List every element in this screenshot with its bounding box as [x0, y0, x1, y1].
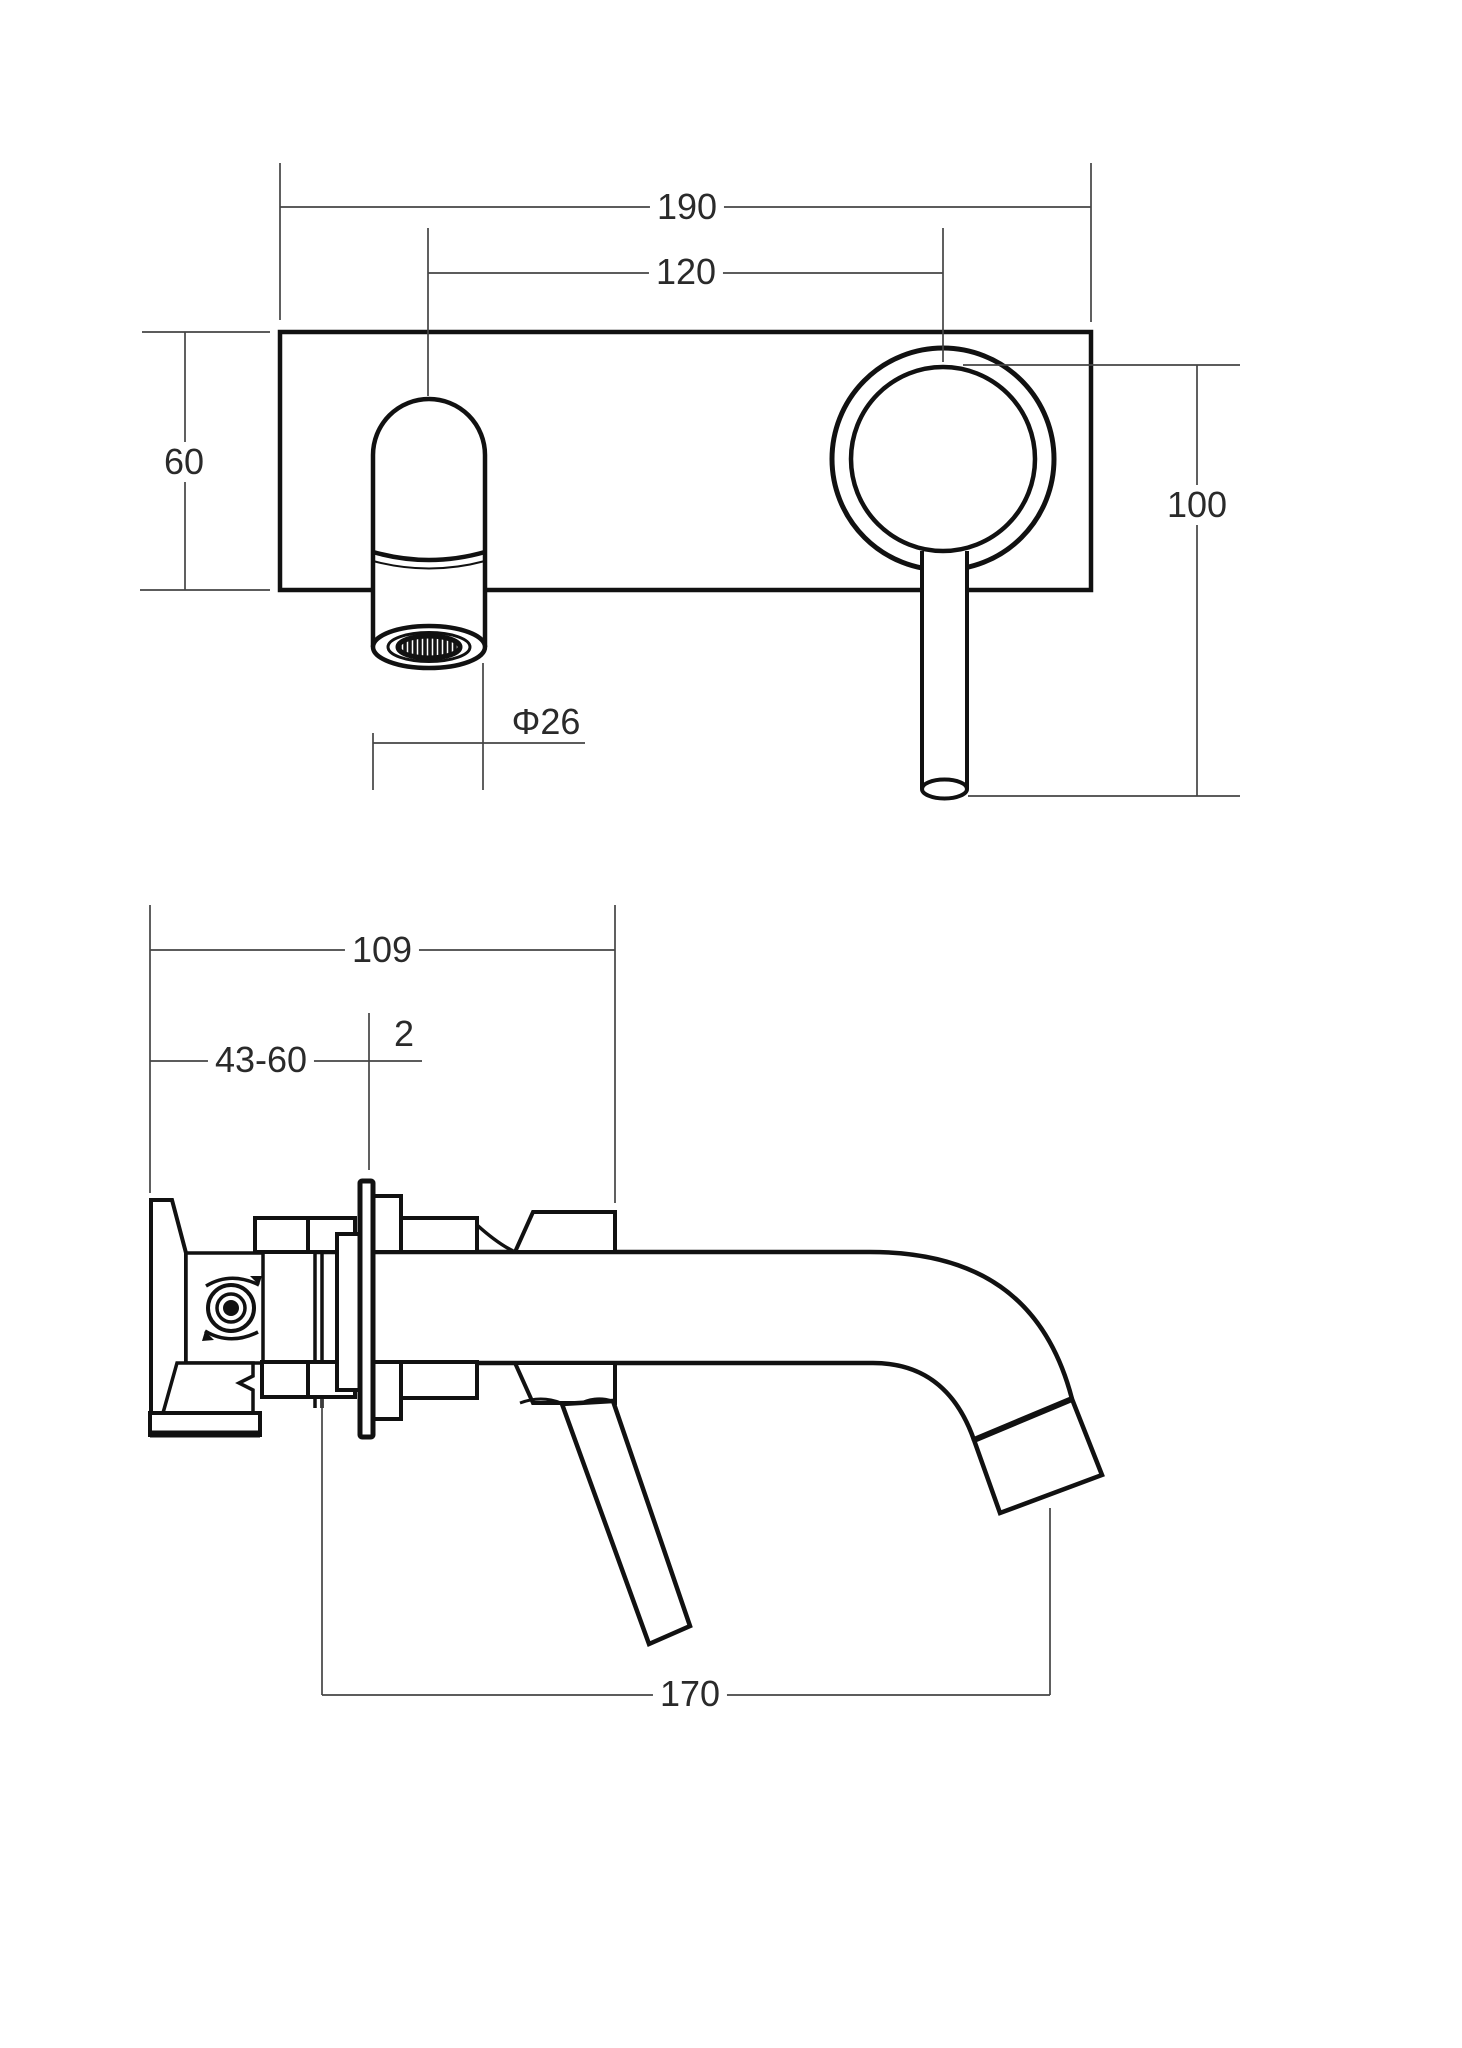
collar-block-upper-2 — [399, 1216, 479, 1254]
handle-lever-fill — [924, 554, 965, 790]
spout-collar-seam-1 — [372, 549, 486, 563]
valve-collar-lower-1 — [260, 1360, 310, 1399]
port-circle-core — [223, 1300, 239, 1316]
front-view — [140, 163, 1240, 801]
label-spout-reach: 170 — [652, 1674, 728, 1714]
in-wall-valve-assembly — [148, 1178, 376, 1440]
label-handle-length: 100 — [1159, 485, 1235, 525]
collar-block-lower-2 — [399, 1360, 479, 1400]
label-plate-height: 60 — [156, 442, 212, 482]
body-collar-blocks — [371, 1194, 617, 1421]
label-wall-range: 43-60 — [207, 1040, 315, 1080]
valve-lower-step — [160, 1361, 255, 1415]
lever-arm — [558, 1398, 693, 1648]
handle-lever-tip — [920, 777, 969, 801]
side-view — [148, 905, 1105, 1696]
side-view-dimensions — [149, 905, 1051, 1696]
valve-port-symbol — [202, 1276, 262, 1341]
escutcheon-plate-side — [357, 1178, 376, 1440]
label-spout-diameter: Φ26 — [509, 701, 583, 742]
spout-body — [370, 396, 488, 647]
outlet-joint-seam — [972, 1396, 1074, 1443]
handle-inner-ring — [848, 364, 1038, 554]
port-rotation-arrow-top — [205, 1276, 260, 1288]
handle-lever-side — [519, 1397, 693, 1648]
spout-front — [370, 396, 488, 671]
aerator-mesh — [395, 633, 463, 661]
spout-collar-seam-2 — [372, 560, 486, 570]
label-plate-width: 190 — [649, 187, 725, 227]
handle-front — [829, 345, 1057, 801]
port-arrowhead-top — [250, 1276, 262, 1285]
valve-collar-upper-1 — [253, 1216, 310, 1254]
lever-joint-bump-1 — [519, 1397, 562, 1405]
collar-trapezoid-upper — [511, 1210, 617, 1254]
collar-trapezoid-lower — [511, 1361, 617, 1405]
label-plate-thickness: 2 — [391, 1013, 417, 1054]
sliding-sleeve — [335, 1232, 362, 1392]
port-rotation-arrow-bottom — [204, 1329, 259, 1341]
label-spout-to-handle: 120 — [648, 252, 724, 292]
lever-joint-bump-2 — [580, 1397, 613, 1405]
label-total-depth: 109 — [344, 930, 420, 970]
port-arrowhead-bottom — [202, 1331, 214, 1341]
collar-block-lower-1 — [371, 1360, 403, 1421]
bend-inner-curve — [872, 1360, 977, 1441]
bend-outer-curve — [869, 1249, 1075, 1400]
collar-arc-upper — [475, 1223, 514, 1253]
collar-block-upper-1 — [371, 1194, 403, 1254]
